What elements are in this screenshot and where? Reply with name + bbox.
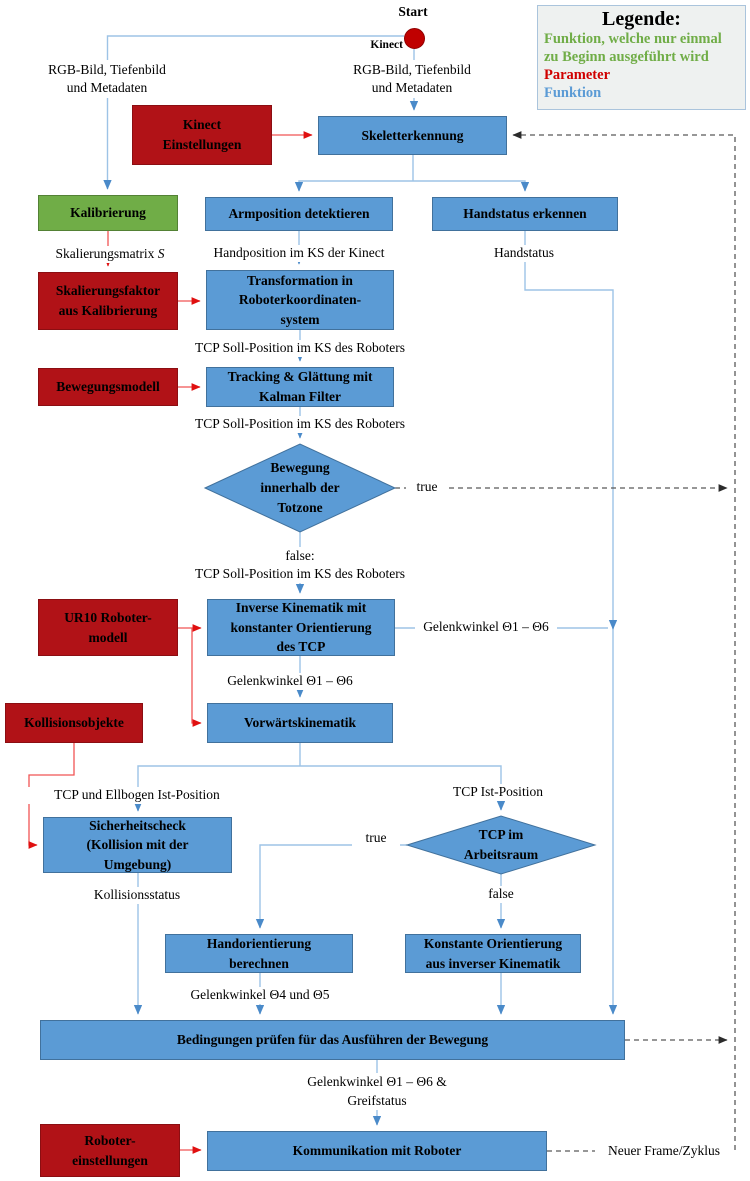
edge-label-hand-position: Handposition im KS der Kinect	[199, 245, 399, 262]
edge-label-rgb-center: RGB-Bild, Tiefenbild und Metadaten	[322, 60, 502, 98]
wire-ur10-forward	[191, 628, 202, 727]
edge-label-joint-angles-grip: Gelenkwinkel Θ1 – Θ6 & Greifstatus	[277, 1073, 477, 1110]
node-calibration: Kalibrierung	[38, 195, 178, 231]
edge-label-tcp-target-2: TCP Soll-Position im KS des Roboters	[180, 416, 420, 433]
node-tracking-kalman: Tracking & Glättung mit Kalman Filter	[206, 367, 394, 407]
wires-loop	[395, 131, 736, 1152]
edge-label-tcp-elbow: TCP und Ellbogen Ist-Position	[27, 787, 247, 804]
edge-label-workspace-false: false	[471, 886, 531, 903]
node-workspace-decision: TCP im Arbeitsraum	[463, 826, 539, 862]
kinect-source-label: Kinect	[337, 38, 403, 53]
scaling-matrix-text: Skalierungsmatrix	[55, 246, 155, 262]
wires-parameter	[28, 131, 313, 1154]
node-check-conditions: Bedingungen prüfen für das Ausführen der…	[40, 1020, 625, 1060]
node-robot-communication: Kommunikation mit Roboter	[207, 1131, 547, 1171]
edge-label-scaling-matrix: Skalierungsmatrix S	[30, 246, 190, 263]
node-scaling-factor: Skalierungsfaktor aus Kalibrierung	[38, 272, 178, 330]
edge-label-tcp-target-1: TCP Soll-Position im KS des Roboters	[180, 340, 420, 357]
wire-to-armposition	[294, 180, 413, 192]
legend-item-function: Funktion	[544, 85, 602, 102]
node-kinect-settings: Kinect Einstellungen	[132, 105, 272, 165]
node-hand-orientation: Handorientierung berechnen	[165, 934, 353, 973]
start-label: Start	[373, 4, 453, 21]
legend-item-parameter: Parameter	[544, 67, 611, 84]
edge-label-hand-status: Handstatus	[474, 245, 574, 262]
edge-label-joint-angles-45: Gelenkwinkel Θ4 und Θ5	[160, 987, 360, 1004]
node-inverse-kinematics: Inverse Kinematik mit konstanter Orienti…	[207, 599, 395, 656]
node-skeleton-detection: Skeletterkennung	[318, 116, 507, 155]
legend-item-init-function: Funktion, welche nur einmal zu Beginn au…	[544, 31, 722, 66]
node-ur10-model: UR10 Roboter- modell	[38, 599, 178, 656]
node-forward-kinematics: Vorwärtskinematik	[207, 703, 393, 743]
node-robot-settings: Roboter- einstellungen	[40, 1124, 180, 1177]
edge-label-deadzone-false: false: TCP Soll-Position im KS des Robot…	[170, 547, 430, 583]
edge-label-tcp-actual: TCP Ist-Position	[418, 784, 578, 801]
edge-label-rgb-left: RGB-Bild, Tiefenbild und Metadaten	[17, 60, 197, 98]
legend-title: Legende:	[602, 8, 681, 30]
node-hand-state: Handstatus erkennen	[432, 197, 618, 231]
node-constant-orientation: Konstante Orientierung aus inverser Kine…	[405, 934, 581, 973]
edge-label-workspace-true: true	[352, 830, 400, 847]
edge-label-collision-status: Kollisionsstatus	[67, 887, 207, 904]
start-node	[404, 28, 425, 49]
legend-panel: Legende: Funktion, welche nur einmal zu …	[537, 5, 746, 110]
edge-label-deadzone-true: true	[406, 479, 448, 496]
node-deadzone-decision: Bewegung innerhalb der Totzone	[260, 459, 340, 516]
node-motion-model: Bewegungsmodell	[38, 368, 178, 406]
wire-workspace-true	[255, 844, 407, 929]
wire-collision-safety	[28, 743, 75, 849]
wire-newframe-loop	[512, 131, 736, 1152]
scaling-matrix-variable: S	[157, 246, 165, 262]
wire-to-handstate	[413, 180, 530, 192]
edge-label-new-frame: Neuer Frame/Zyklus	[595, 1143, 733, 1160]
edge-label-joint-angles-right: Gelenkwinkel Θ1 – Θ6	[415, 619, 557, 636]
node-collision-objects: Kollisionsobjekte	[5, 703, 143, 743]
node-arm-position: Armposition detektieren	[205, 197, 393, 231]
deadzone-decision-diamond	[203, 443, 397, 533]
node-safety-check: Sicherheitscheck (Kollision mit der Umge…	[43, 817, 232, 873]
wire-start-calibration	[103, 35, 404, 190]
edge-label-joint-angles-mid: Gelenkwinkel Θ1 – Θ6	[210, 673, 370, 690]
workspace-decision-diamond	[405, 815, 597, 875]
node-transformation: Transformation in Roboterkoordinaten- sy…	[206, 270, 394, 330]
